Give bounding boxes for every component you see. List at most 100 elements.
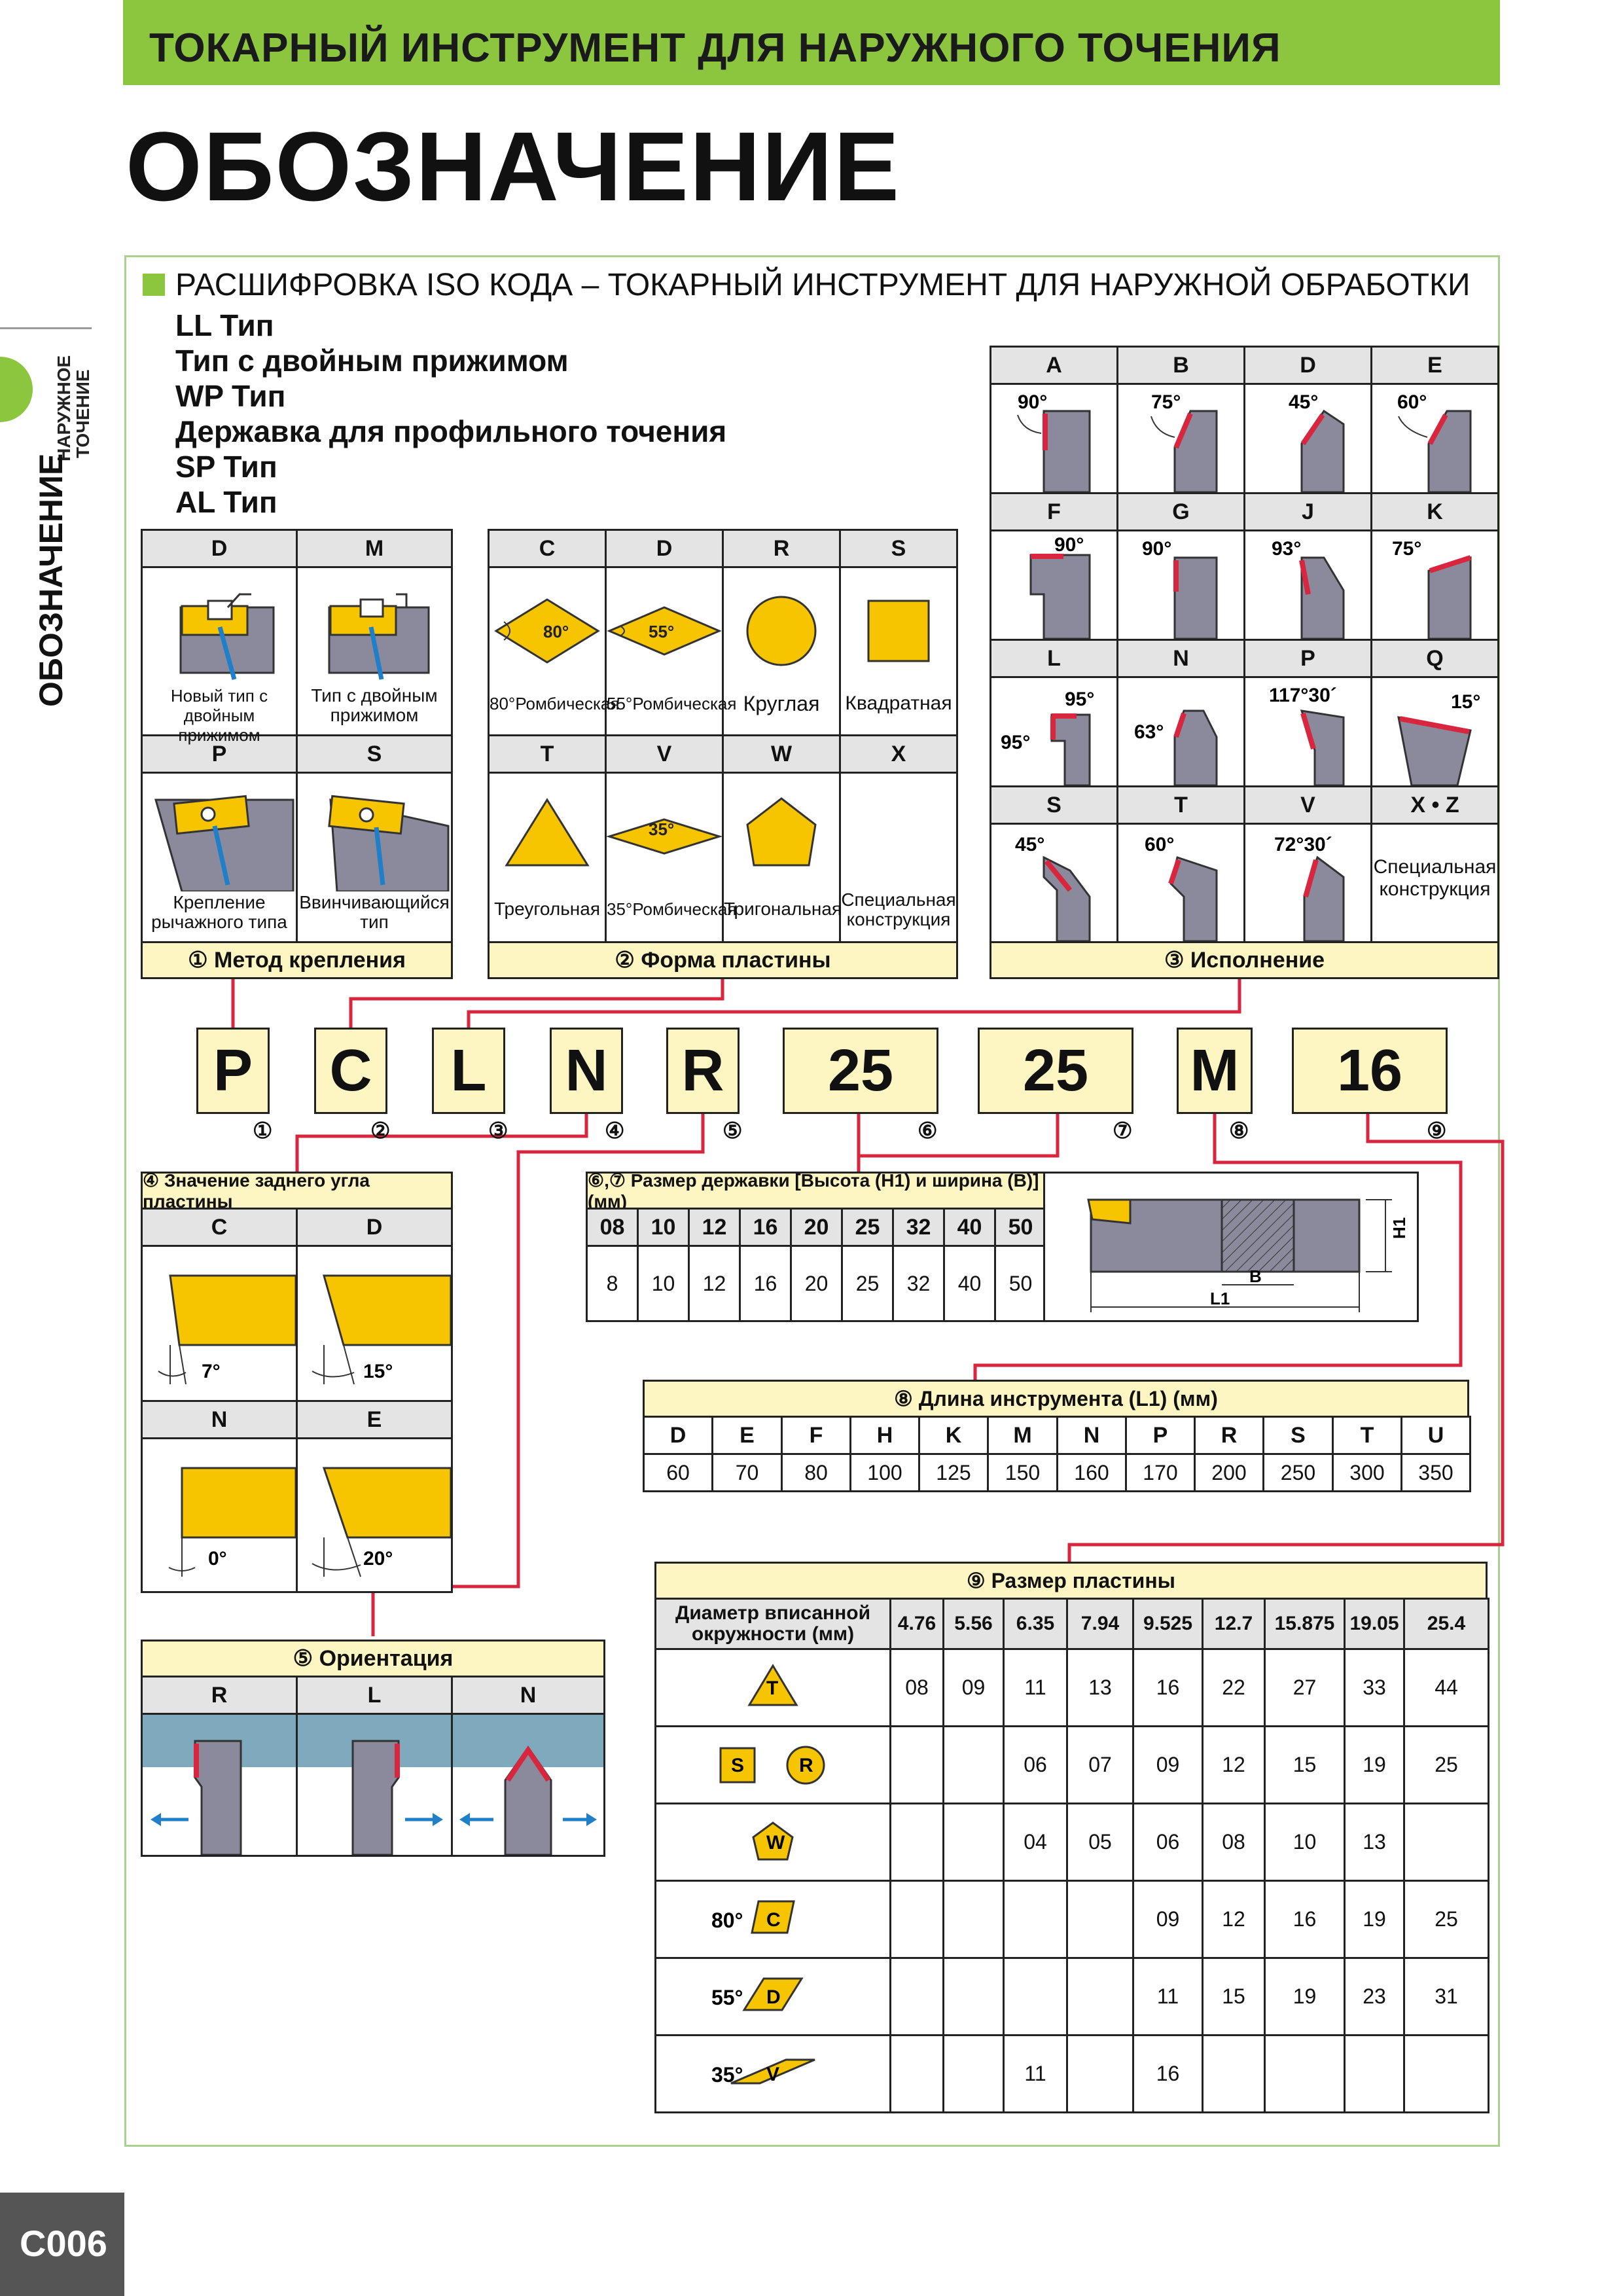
- insert-size-value: [1202, 2034, 1266, 2113]
- style-angle-second: 95°: [1001, 732, 1030, 753]
- shank-code: 25: [841, 1208, 894, 1247]
- shape-code: T: [488, 734, 607, 774]
- code-marker: ④: [605, 1119, 625, 1143]
- length-code: U: [1400, 1416, 1471, 1455]
- insert-size-col-header-line2: окружности (мм): [691, 1623, 855, 1645]
- insert-size-value: 25: [1403, 1725, 1489, 1804]
- style-angle: 15°: [1451, 691, 1480, 713]
- insert-size-value: 33: [1344, 1648, 1405, 1727]
- insert-size-value: 19: [1264, 1957, 1346, 2036]
- style-b-illustration: 75°: [1150, 391, 1218, 492]
- code-box: L: [432, 1028, 505, 1114]
- shank-dimension-diagram: H1 B L1: [1087, 1198, 1409, 1312]
- insert-size-value: 06: [1132, 1803, 1204, 1882]
- diameter-header: 5.56: [942, 1598, 1005, 1650]
- page-number-tab: [0, 2193, 124, 2296]
- insert-shape-icon: [730, 2058, 815, 2085]
- orientation-code: L: [296, 1676, 453, 1715]
- code-box: C: [314, 1028, 387, 1114]
- shape-code: X: [839, 734, 958, 774]
- insert-size-value: 10: [1264, 1803, 1346, 1882]
- tool-type-item: WP Тип: [175, 379, 286, 413]
- insert-size-value: 11: [1003, 1648, 1068, 1727]
- rhombic-35-icon: 35°: [607, 818, 722, 855]
- style-code: X • Z: [1370, 785, 1499, 825]
- style-g-illustration: 90°: [1142, 538, 1218, 639]
- diameter-header: 12.7: [1202, 1598, 1266, 1650]
- style-p-illustration: 117°30´: [1269, 685, 1345, 785]
- shape-cell: [839, 772, 958, 943]
- insert-size-value: 19: [1344, 1725, 1405, 1804]
- side-tab-main-text: ОБОЗНАЧЕНИЕ: [33, 454, 69, 707]
- insert-size-value: [942, 1725, 1005, 1804]
- insert-size-value: 15: [1264, 1725, 1346, 1804]
- style-code: K: [1370, 492, 1499, 531]
- code-marker: ⑤: [722, 1119, 743, 1143]
- code-box: 25: [978, 1028, 1133, 1114]
- length-code: N: [1056, 1416, 1127, 1455]
- clamping-desc: двойным прижимом: [178, 706, 260, 745]
- insert-size-value: 04: [1003, 1803, 1068, 1882]
- side-tab-line: [0, 327, 92, 452]
- style-q-illustration: 15°: [1397, 691, 1480, 785]
- length-code: D: [643, 1416, 713, 1455]
- insert-size-value: 09: [942, 1648, 1005, 1727]
- rhombic-80-icon: 80°: [494, 598, 600, 664]
- clamping-code: P: [141, 734, 298, 774]
- style-code: G: [1116, 492, 1245, 531]
- shape-code: W: [722, 734, 841, 774]
- clamping-desc: Крепление: [173, 892, 266, 912]
- style-angle: 45°: [1015, 834, 1044, 855]
- code-box: 25: [783, 1028, 938, 1114]
- length-value: 200: [1194, 1453, 1264, 1492]
- style-desc: конструкция: [1379, 878, 1491, 900]
- insert-size-value: [1003, 1957, 1068, 2036]
- clamping-caption: ① Метод крепления: [141, 941, 453, 979]
- orientation-code: R: [141, 1676, 298, 1715]
- insert-size-value: 13: [1066, 1648, 1134, 1727]
- insert-size-caption: ⑨ Размер пластины: [654, 1562, 1488, 1600]
- insert-size-value: 05: [1066, 1803, 1134, 1882]
- section-title: РАСШИФРОВКА ISO КОДА – ТОКАРНЫЙ ИНСТРУМЕ…: [175, 268, 1471, 302]
- length-code: M: [987, 1416, 1058, 1455]
- length-value: 150: [987, 1453, 1058, 1492]
- style-angle: 90°: [1054, 534, 1084, 556]
- clearance-angle: 7°: [202, 1361, 221, 1382]
- insert-size-value: 31: [1403, 1957, 1489, 2036]
- shank-code: 40: [943, 1208, 996, 1247]
- shape-code: R: [722, 529, 841, 568]
- insert-shape-icon: [751, 1900, 795, 1934]
- shank-value: 50: [994, 1245, 1047, 1322]
- clamping-code: S: [296, 734, 453, 774]
- style-code: P: [1243, 639, 1372, 678]
- shape-code: D: [605, 529, 724, 568]
- style-angle: 90°: [1018, 391, 1047, 413]
- style-angle: 60°: [1145, 834, 1174, 855]
- insert-size-value: [942, 1880, 1005, 1959]
- clamping-desc: Ввинчивающийся: [299, 892, 450, 912]
- shank-value: 40: [943, 1245, 996, 1322]
- insert-size-value: [1264, 2034, 1346, 2113]
- insert-size-value: [1066, 1880, 1134, 1959]
- shank-code: 50: [994, 1208, 1047, 1247]
- rhombic-55-icon: 55°: [607, 606, 722, 656]
- trigon-insert-icon: [746, 797, 817, 867]
- insert-size-value: [1066, 1957, 1134, 2036]
- insert-shape-icon: [719, 1747, 756, 1784]
- side-tab-sub-label: НАРУЖНОЕ ТОЧЕНИЕ: [54, 355, 93, 461]
- shank-code: 12: [688, 1208, 741, 1247]
- code-marker: ①: [253, 1119, 273, 1143]
- style-code: B: [1116, 346, 1245, 385]
- shank-value: 10: [637, 1245, 690, 1322]
- insert-shape-icon: [747, 1664, 798, 1706]
- insert-shape-icon-group: T: [747, 1664, 798, 1706]
- insert-shape-letter: C: [766, 1909, 781, 1931]
- length-code: E: [711, 1416, 783, 1455]
- length-value: 300: [1332, 1453, 1402, 1492]
- style-k-illustration: 75°: [1392, 538, 1472, 639]
- insert-shape-icon: [752, 1821, 794, 1861]
- shape-caption: ② Форма пластины: [488, 941, 958, 979]
- clearance-angle: 20°: [363, 1548, 393, 1570]
- header-bar: [123, 0, 1500, 85]
